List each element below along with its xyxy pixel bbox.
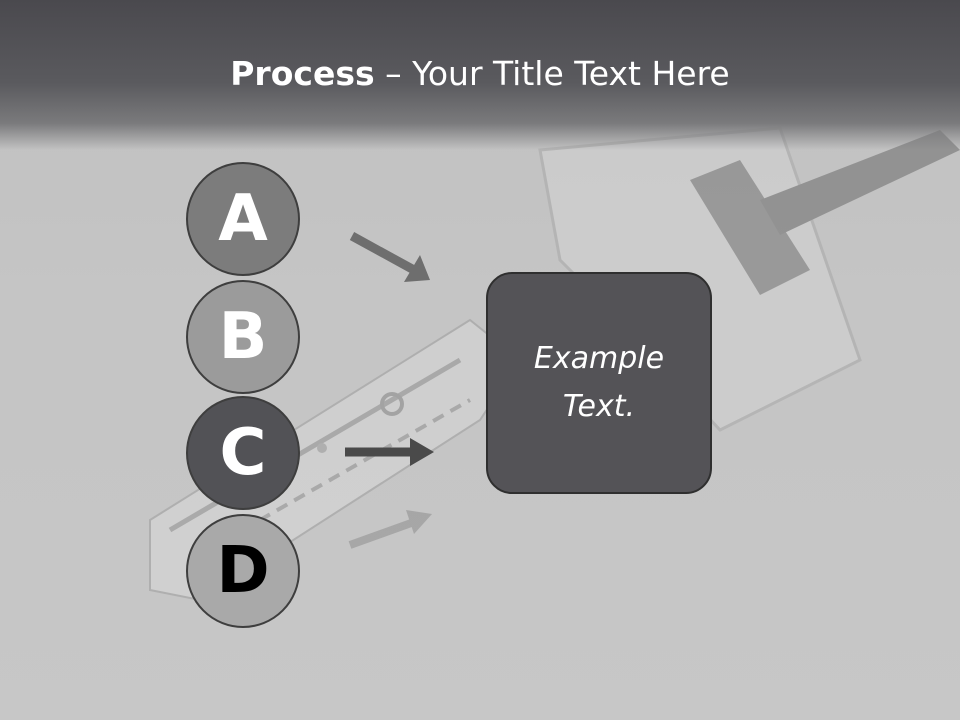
arrow-c-to-box	[345, 438, 434, 466]
step-letter-b: B	[218, 300, 268, 374]
title-rest: – Your Title Text Here	[374, 54, 730, 93]
step-letter-d: D	[216, 534, 270, 608]
title-bold: Process	[230, 54, 375, 93]
step-circle-d: D	[186, 514, 300, 628]
step-circle-a: A	[186, 162, 300, 276]
step-circle-b: B	[186, 280, 300, 394]
arrow-faint-shadow	[348, 510, 432, 549]
arrow-a-to-box	[349, 232, 430, 282]
step-circle-c: C	[186, 396, 300, 510]
step-letter-a: A	[218, 182, 268, 256]
example-text-box: Example Text.	[486, 272, 712, 494]
title-band	[0, 0, 960, 150]
slide-title: Process – Your Title Text Here	[0, 52, 960, 96]
step-letter-c: C	[219, 416, 267, 490]
example-text: Example Text.	[533, 341, 665, 424]
